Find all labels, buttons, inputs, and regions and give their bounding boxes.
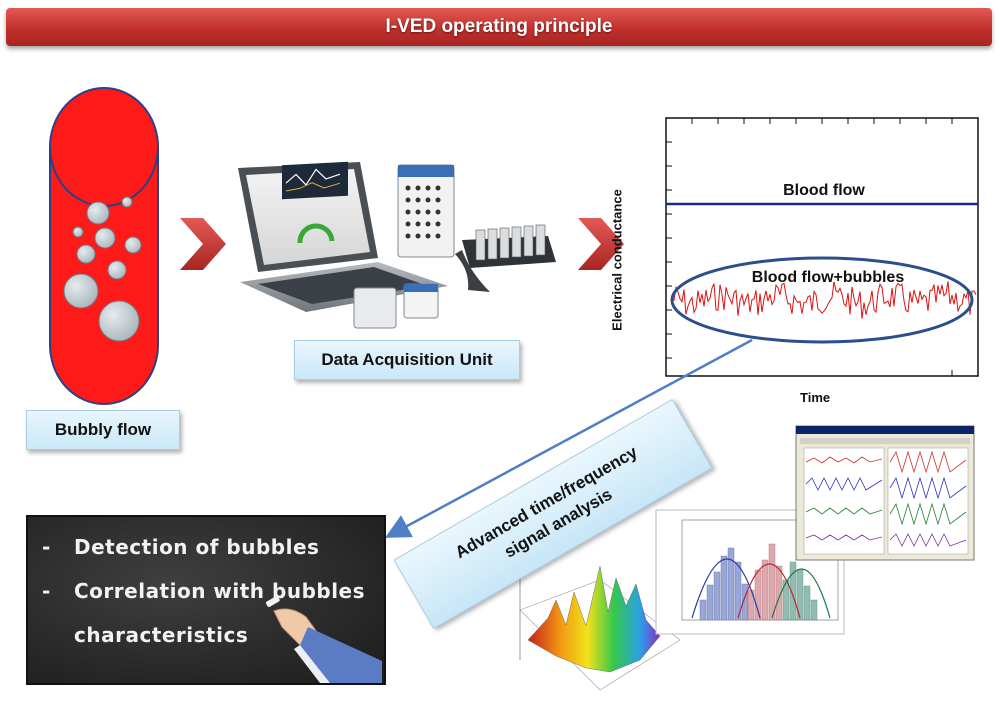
- blood-flow-label: Blood flow: [783, 182, 865, 199]
- daq-modules: [353, 164, 556, 329]
- arrow-to-plot-icon: [578, 218, 624, 270]
- outcome-correlation-cont: characteristics: [74, 623, 249, 647]
- surface-plot-thumbnail: [519, 565, 681, 691]
- software-window-thumbnail: [795, 425, 975, 561]
- bubbly-flow-label: Bubbly flow: [26, 410, 180, 450]
- data-acquisition-label: Data Acquisition Unit: [294, 340, 520, 380]
- x-axis-label: Time: [800, 390, 831, 405]
- outcome-detection: Detection of bubbles: [74, 535, 320, 559]
- chalkboard: - Detection of bubbles - Correlation wit…: [26, 515, 386, 685]
- y-axis-label: Electrical conductance: [608, 180, 626, 340]
- conductance-plot: Blood flow Blood flow+bubbles: [665, 117, 979, 377]
- y-axis-label-text: Electrical conductance: [609, 189, 625, 331]
- hand-with-chalk-icon: [266, 596, 382, 683]
- bullet-2: -: [42, 579, 51, 603]
- bubbles-signal-line: [671, 281, 977, 319]
- connector-arrow: [384, 338, 753, 538]
- title-bar: I-VED operating principle: [6, 8, 992, 46]
- bubbles-highlight-ellipse: [670, 256, 974, 344]
- outcome-correlation: Correlation with bubbles: [74, 579, 366, 603]
- laptop-illustration: [238, 161, 448, 312]
- blood-bubbles-label: Blood flow+bubbles: [752, 269, 905, 286]
- bullet-1: -: [42, 535, 51, 559]
- arrow-to-daq-icon: [180, 218, 226, 270]
- bubbles: [63, 196, 142, 342]
- page-title: I-VED operating principle: [385, 16, 613, 37]
